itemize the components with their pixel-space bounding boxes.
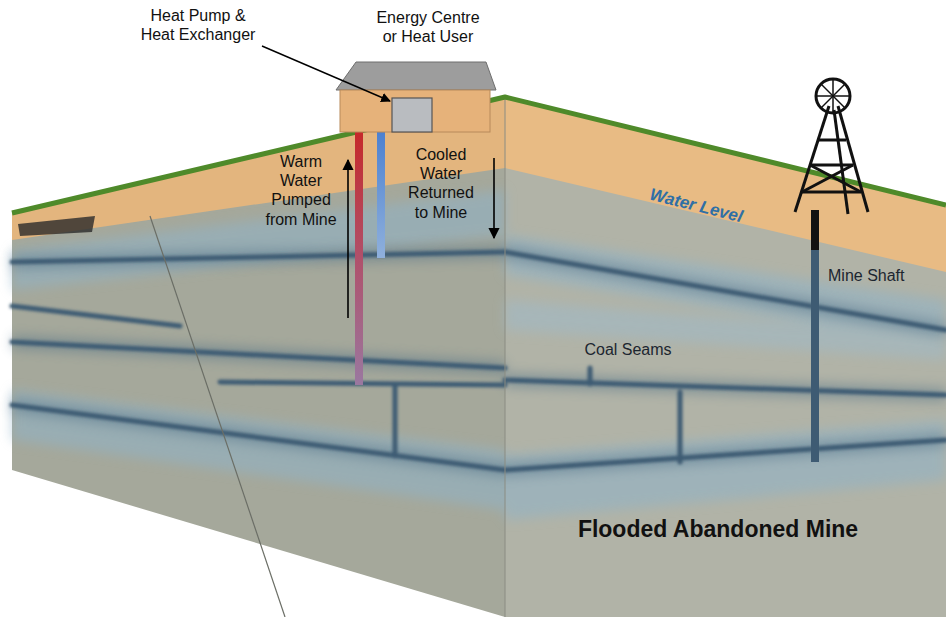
seam-shadow [505,380,946,395]
shaft-collar [811,210,819,250]
right-rock-face [505,97,946,617]
headframe [795,79,868,214]
headframe-brace [802,165,853,192]
coal-seam [12,306,180,326]
coal-seam [12,252,505,262]
leader-line [262,46,390,101]
mine-shaft [811,250,819,462]
headframe-brace [817,139,846,142]
mist-band [505,420,946,520]
heat-pump-unit [392,98,432,132]
water-mist [12,190,946,520]
headframe-brace [810,164,853,167]
winding-wheel [816,79,850,113]
cooled-flow-arrow [493,158,495,238]
wheel-spoke [821,84,845,108]
fault-line [150,216,285,617]
coal-seams [12,252,946,470]
coal-seam [12,405,505,470]
flow-label: Warm Water Pumped from Mine [262,152,340,229]
seam-shadows [12,252,946,470]
headframe-brace [802,191,861,194]
seam-connection [678,392,683,462]
coal-seam [12,342,505,368]
seam-connection [588,368,593,384]
outcrop-patch [18,216,95,236]
mine-title-label: Flooded Abandoned Mine [548,516,888,544]
coal-seam [505,252,946,330]
block-edge [505,97,506,617]
seam-label: Coal Seams [578,340,678,359]
right-soil-layer [505,97,946,272]
shaft-label: Mine Shaft [828,266,928,285]
building-label: Energy Centre or Heat User [372,8,484,46]
seam-shadow [505,440,946,470]
cooled-water-pipe [377,128,385,258]
warm-flow-arrow [347,160,349,318]
seam-shadow [505,252,946,330]
seam-shadow [12,342,505,368]
left-rock-face [12,97,505,617]
wheel-spoke [821,84,845,108]
headframe-brace [810,165,861,192]
seam-shadow [12,252,505,262]
flow-label: Cooled Water Returned to Mine [401,145,481,222]
coal-seam [505,380,946,395]
headframe-leg [795,106,829,212]
seam-connection [393,385,398,456]
mist-band [12,390,505,510]
headframe-leg [838,106,868,212]
mist-band [505,300,946,360]
headframe-leg [834,110,848,214]
building-wall [340,90,490,132]
callout-label: Heat Pump & Heat Exchanger [132,6,264,44]
warm-water-pipe [355,128,363,385]
coal-seam [505,440,946,470]
left-soil-layer [12,97,505,240]
seam-shadow [12,405,505,470]
building-roof [336,62,496,90]
